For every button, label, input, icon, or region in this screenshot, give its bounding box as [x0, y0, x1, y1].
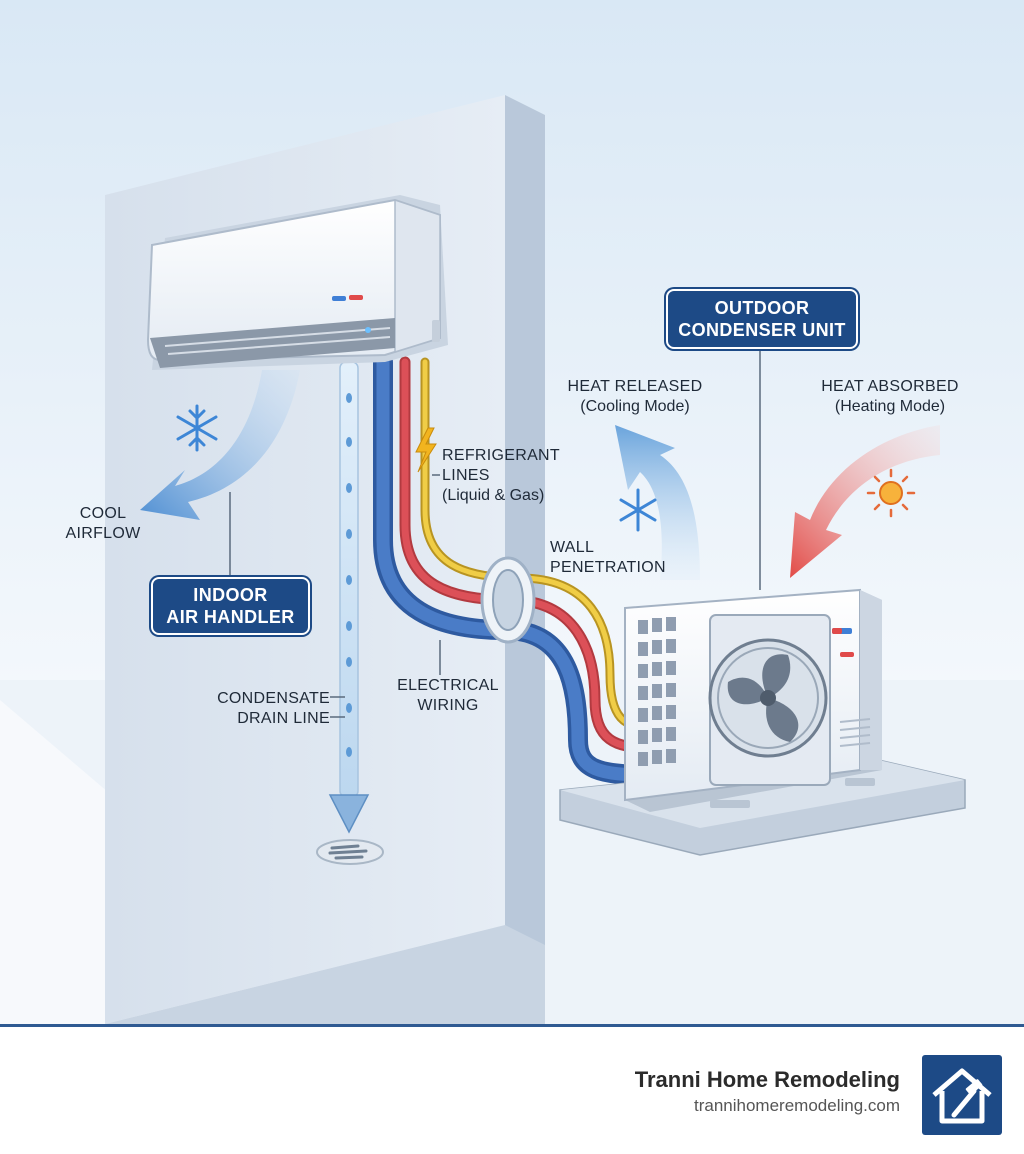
lightning-icon: [415, 427, 437, 473]
electrical-wiring-label: ELECTRICAL WIRING: [397, 677, 499, 714]
cool-airflow-label: COOL AIRFLOW: [65, 505, 141, 542]
leader-lines: [229, 345, 761, 718]
condensate-drain-line-label: CONDENSATE DRAIN LINE: [217, 690, 330, 727]
condensate-drain-line: [328, 361, 370, 834]
sun-icon: [866, 468, 916, 518]
brand-name: Tranni Home Remodeling: [634, 1067, 900, 1092]
brand-url[interactable]: trannihomeremodeling.com: [694, 1096, 900, 1115]
heat-absorbed-arrow: [790, 425, 940, 578]
heat-released-arrow: [615, 425, 700, 580]
wall-penetration-sleeve: [480, 556, 536, 644]
heat-absorbed-label: HEAT ABSORBED (Heating Mode): [821, 378, 959, 415]
wall-penetration-label: WALL PENETRATION: [550, 539, 666, 576]
indoor-unit-graphic: [146, 195, 448, 370]
house-hammer-logo-icon: [922, 1055, 1002, 1135]
wall-edge: [505, 95, 545, 1024]
refrigerant-lines-label: REFRIGERANT LINES (Liquid & Gas): [442, 447, 560, 504]
snowflake-icon: [176, 404, 218, 452]
drain-icon: [316, 839, 384, 865]
heat-released-label: HEAT RELEASED (Cooling Mode): [567, 378, 703, 415]
indoor-air-handler-label: INDOOR AIR HANDLER: [151, 577, 310, 635]
refrigerant-lines: [373, 352, 660, 785]
footer: Tranni Home Remodeling trannihomeremodel…: [0, 1024, 1024, 1154]
electrical-wire: [420, 357, 655, 733]
cool-airflow-arrow: [140, 370, 300, 520]
snowflake-icon: [619, 488, 657, 532]
wall-base: [105, 925, 545, 1024]
fan-icon: [708, 638, 828, 758]
outdoor-condenser-unit-label: OUTDOOR CONDENSER UNIT: [666, 289, 858, 349]
